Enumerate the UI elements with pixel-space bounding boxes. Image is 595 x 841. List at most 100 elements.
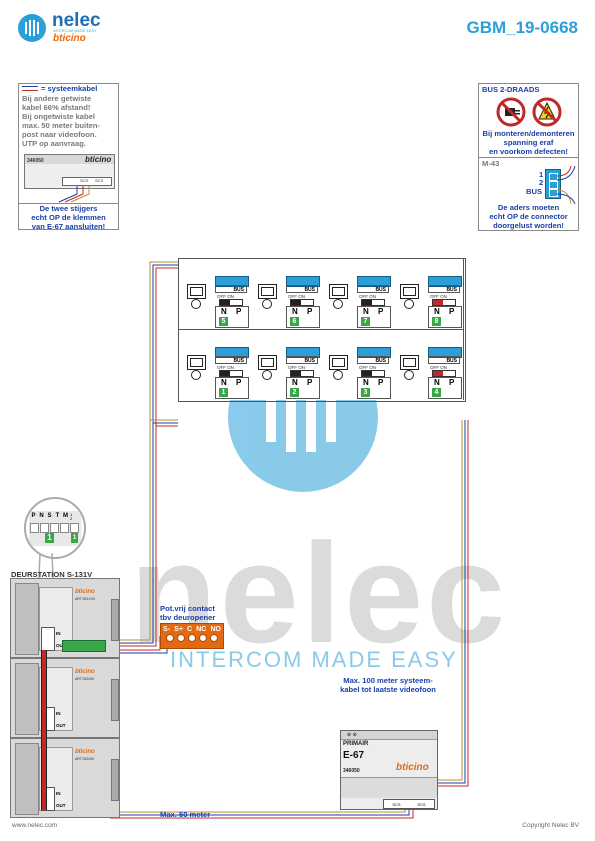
connector-pin-2: 2 bbox=[539, 178, 544, 187]
monitor-cell: BUS OFF ON N P 3 bbox=[321, 330, 393, 400]
monitor-stand-icon bbox=[333, 299, 343, 309]
bus-note-title: BUS 2-DRAADS bbox=[482, 85, 540, 94]
monitor-number: 8 bbox=[432, 317, 441, 326]
monitor-stand-icon bbox=[262, 299, 272, 309]
door-station-title: DEURSTATION S-131V bbox=[11, 570, 93, 579]
dip-mid-label: 2 bbox=[70, 516, 73, 521]
psu-model: E-67 bbox=[343, 750, 365, 761]
dip-label: M bbox=[63, 513, 68, 519]
contact-terminal-label: S- bbox=[163, 626, 171, 633]
monitor-cell: BUS OFF ON N P 6 bbox=[250, 259, 322, 330]
p-label: P bbox=[236, 378, 242, 387]
contact-title: Pot.vrij contact tbv deuropener bbox=[160, 604, 215, 622]
contact-terminal-label: C bbox=[187, 626, 193, 633]
contact-terminal-label: S+ bbox=[174, 626, 183, 633]
dip-value-1: 1 bbox=[45, 533, 54, 543]
cable-note-caption: De twee stijgers bbox=[39, 204, 98, 213]
cable-note-caption: echt OP de klemmen bbox=[31, 213, 106, 222]
max100-label: kabel tot laatste videofoon bbox=[340, 685, 436, 694]
bus-connector bbox=[357, 347, 391, 358]
logo-brand: bticino bbox=[53, 33, 86, 44]
module-brand: bticino bbox=[75, 589, 95, 595]
in-label: IN bbox=[56, 711, 61, 716]
bus-label: BUS bbox=[446, 358, 457, 364]
connector-pin-1: 1 bbox=[539, 170, 544, 179]
door-module: bticino ART.352000 IN OUT bbox=[10, 738, 120, 818]
max100-label: Max. 100 meter systeem- bbox=[343, 676, 433, 685]
mini-scs-label: SCS bbox=[80, 178, 89, 183]
bus-label: BUS bbox=[304, 358, 315, 364]
psu-primary: PRIMAIR bbox=[343, 741, 369, 747]
psu-terminal-label: SCS bbox=[417, 801, 426, 807]
monitor-cell: BUS OFF ON N P 7 bbox=[321, 259, 393, 330]
monitor-stand-icon bbox=[191, 370, 201, 380]
bus-pin-label: BUS bbox=[286, 356, 318, 364]
termination-switch bbox=[361, 370, 385, 377]
psu-code: 346050 bbox=[343, 768, 360, 774]
np-block: N P 7 bbox=[357, 306, 391, 328]
bus-pin-label: BUS bbox=[286, 285, 318, 293]
cable-note-caption: van E-67 aansluiten! bbox=[31, 222, 106, 231]
bus-connector bbox=[215, 347, 249, 358]
np-block: N P 3 bbox=[357, 377, 391, 399]
np-block: N P 5 bbox=[215, 306, 249, 328]
e67-mini-device: 346050 bticino SCS SCS bbox=[24, 154, 115, 189]
termination-switch bbox=[361, 299, 385, 306]
monitor-screen-icon bbox=[258, 355, 277, 370]
bus-connector bbox=[428, 347, 462, 358]
psu-brand: bticino bbox=[396, 762, 429, 773]
module-code: ART.352000 bbox=[75, 757, 95, 761]
np-block: N P 8 bbox=[428, 306, 462, 328]
monitor-number: 7 bbox=[361, 317, 370, 326]
bus-pin-label: BUS bbox=[215, 356, 247, 364]
e67-power-supply: ⊘ ⊘ PRIMAIR E-67 346050 bticino SCS SCS bbox=[340, 730, 438, 810]
off-on-label: OFF ON bbox=[430, 294, 447, 299]
np-block: N P 6 bbox=[286, 306, 320, 328]
off-on-label: OFF ON bbox=[217, 365, 234, 370]
nelec-logo-icon bbox=[18, 14, 46, 42]
cable-note-line: Bij andere getwiste bbox=[22, 94, 92, 103]
n-label: N bbox=[292, 307, 298, 316]
cable-note-title: = systeemkabel bbox=[41, 84, 98, 93]
ribbon-cable bbox=[41, 650, 47, 810]
p-label: P bbox=[449, 378, 455, 387]
connector-pin-bus: BUS bbox=[526, 187, 543, 196]
monitor-cell: BUS OFF ON N P 8 bbox=[392, 259, 464, 330]
in-label: IN bbox=[56, 631, 61, 636]
monitor-cell: BUS OFF ON N P 5 bbox=[179, 259, 251, 330]
terminal-strip bbox=[62, 640, 106, 652]
bus-connector bbox=[428, 276, 462, 287]
bus-label: BUS bbox=[233, 287, 244, 293]
cable-note: = systeemkabel Bij andere getwiste kabel… bbox=[18, 83, 119, 231]
cable-note-line: max. 50 meter buiten- bbox=[22, 121, 101, 130]
mini-scs-label: SCS bbox=[95, 178, 104, 183]
dip-mid-label: 1 bbox=[70, 512, 73, 517]
no-voltage-icon bbox=[532, 97, 562, 132]
bus-label: BUS bbox=[304, 287, 315, 293]
connector-caption: De aders moeten bbox=[497, 203, 560, 212]
off-on-label: OFF ON bbox=[288, 365, 305, 370]
connector-caption: echt OP de connector bbox=[489, 212, 568, 221]
bus-pin-label: BUS bbox=[428, 356, 460, 364]
n-label: N bbox=[363, 307, 369, 316]
monitor-cell: BUS OFF ON N P 4 bbox=[392, 330, 464, 400]
module-brand: bticino bbox=[75, 749, 95, 755]
monitor-stand-icon bbox=[404, 370, 414, 380]
p-label: P bbox=[307, 378, 313, 387]
cable-note-line: UTP op aanvraag. bbox=[22, 139, 87, 148]
monitor-number: 2 bbox=[290, 388, 299, 397]
monitor-number: 5 bbox=[219, 317, 228, 326]
monitor-number: 6 bbox=[290, 317, 299, 326]
monitor-number: 4 bbox=[432, 388, 441, 397]
bus-connector bbox=[286, 276, 320, 287]
out-label: OUT bbox=[56, 723, 66, 728]
logo-name: nelec bbox=[52, 10, 101, 31]
bus-label: BUS bbox=[375, 358, 386, 364]
p-label: P bbox=[378, 307, 384, 316]
p-label: P bbox=[307, 307, 313, 316]
monitor-screen-icon bbox=[329, 284, 348, 299]
connector-model: M-43 bbox=[482, 159, 500, 168]
bus-warning-line: spanning eraf bbox=[503, 138, 554, 147]
potential-free-contact: S- S+ C NC NO bbox=[160, 623, 224, 649]
module-code: ART.351XXX bbox=[75, 597, 96, 601]
